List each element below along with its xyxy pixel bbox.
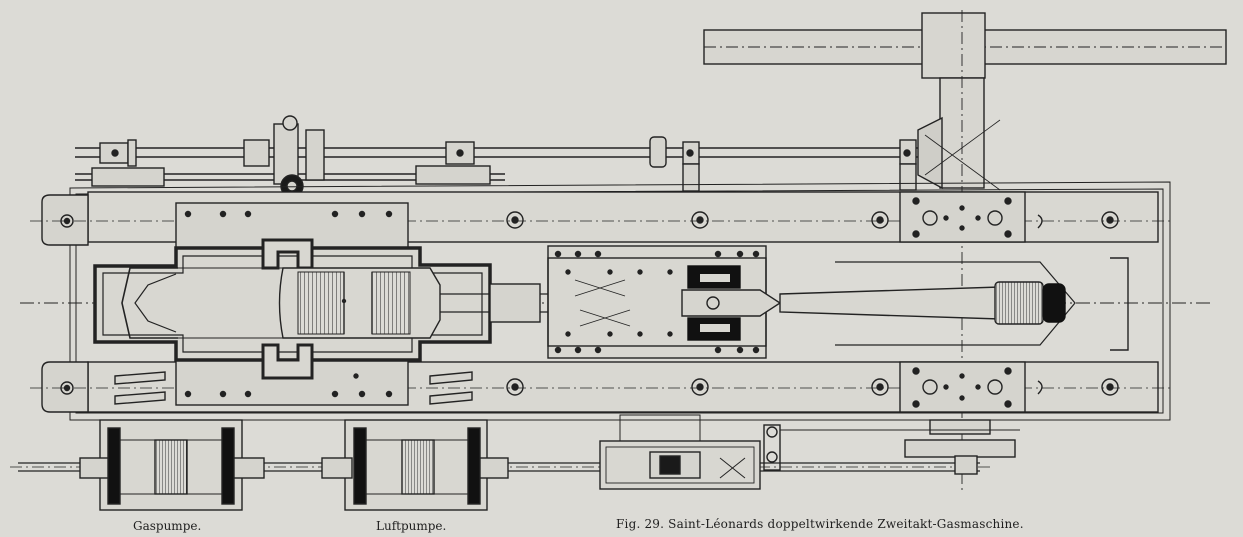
lower-rail-slots — [114, 371, 473, 405]
air-pump-drawing — [321, 419, 509, 511]
valve-gear-box — [599, 414, 781, 490]
flywheel — [703, 10, 1227, 490]
connecting-rod — [779, 257, 1129, 351]
control-shaft — [75, 115, 918, 198]
air-pump-label: Luftpumpe. — [376, 519, 447, 533]
figure-caption: Fig. 29. Saint-Léonards doppeltwirkende … — [616, 517, 1024, 531]
gas-pump-drawing — [79, 419, 265, 511]
gas-pump-label: Gaspumpe. — [133, 519, 202, 533]
crosshead-guide — [547, 245, 782, 359]
rail-bolts — [506, 211, 1119, 396]
cylinder-assembly — [93, 202, 700, 406]
